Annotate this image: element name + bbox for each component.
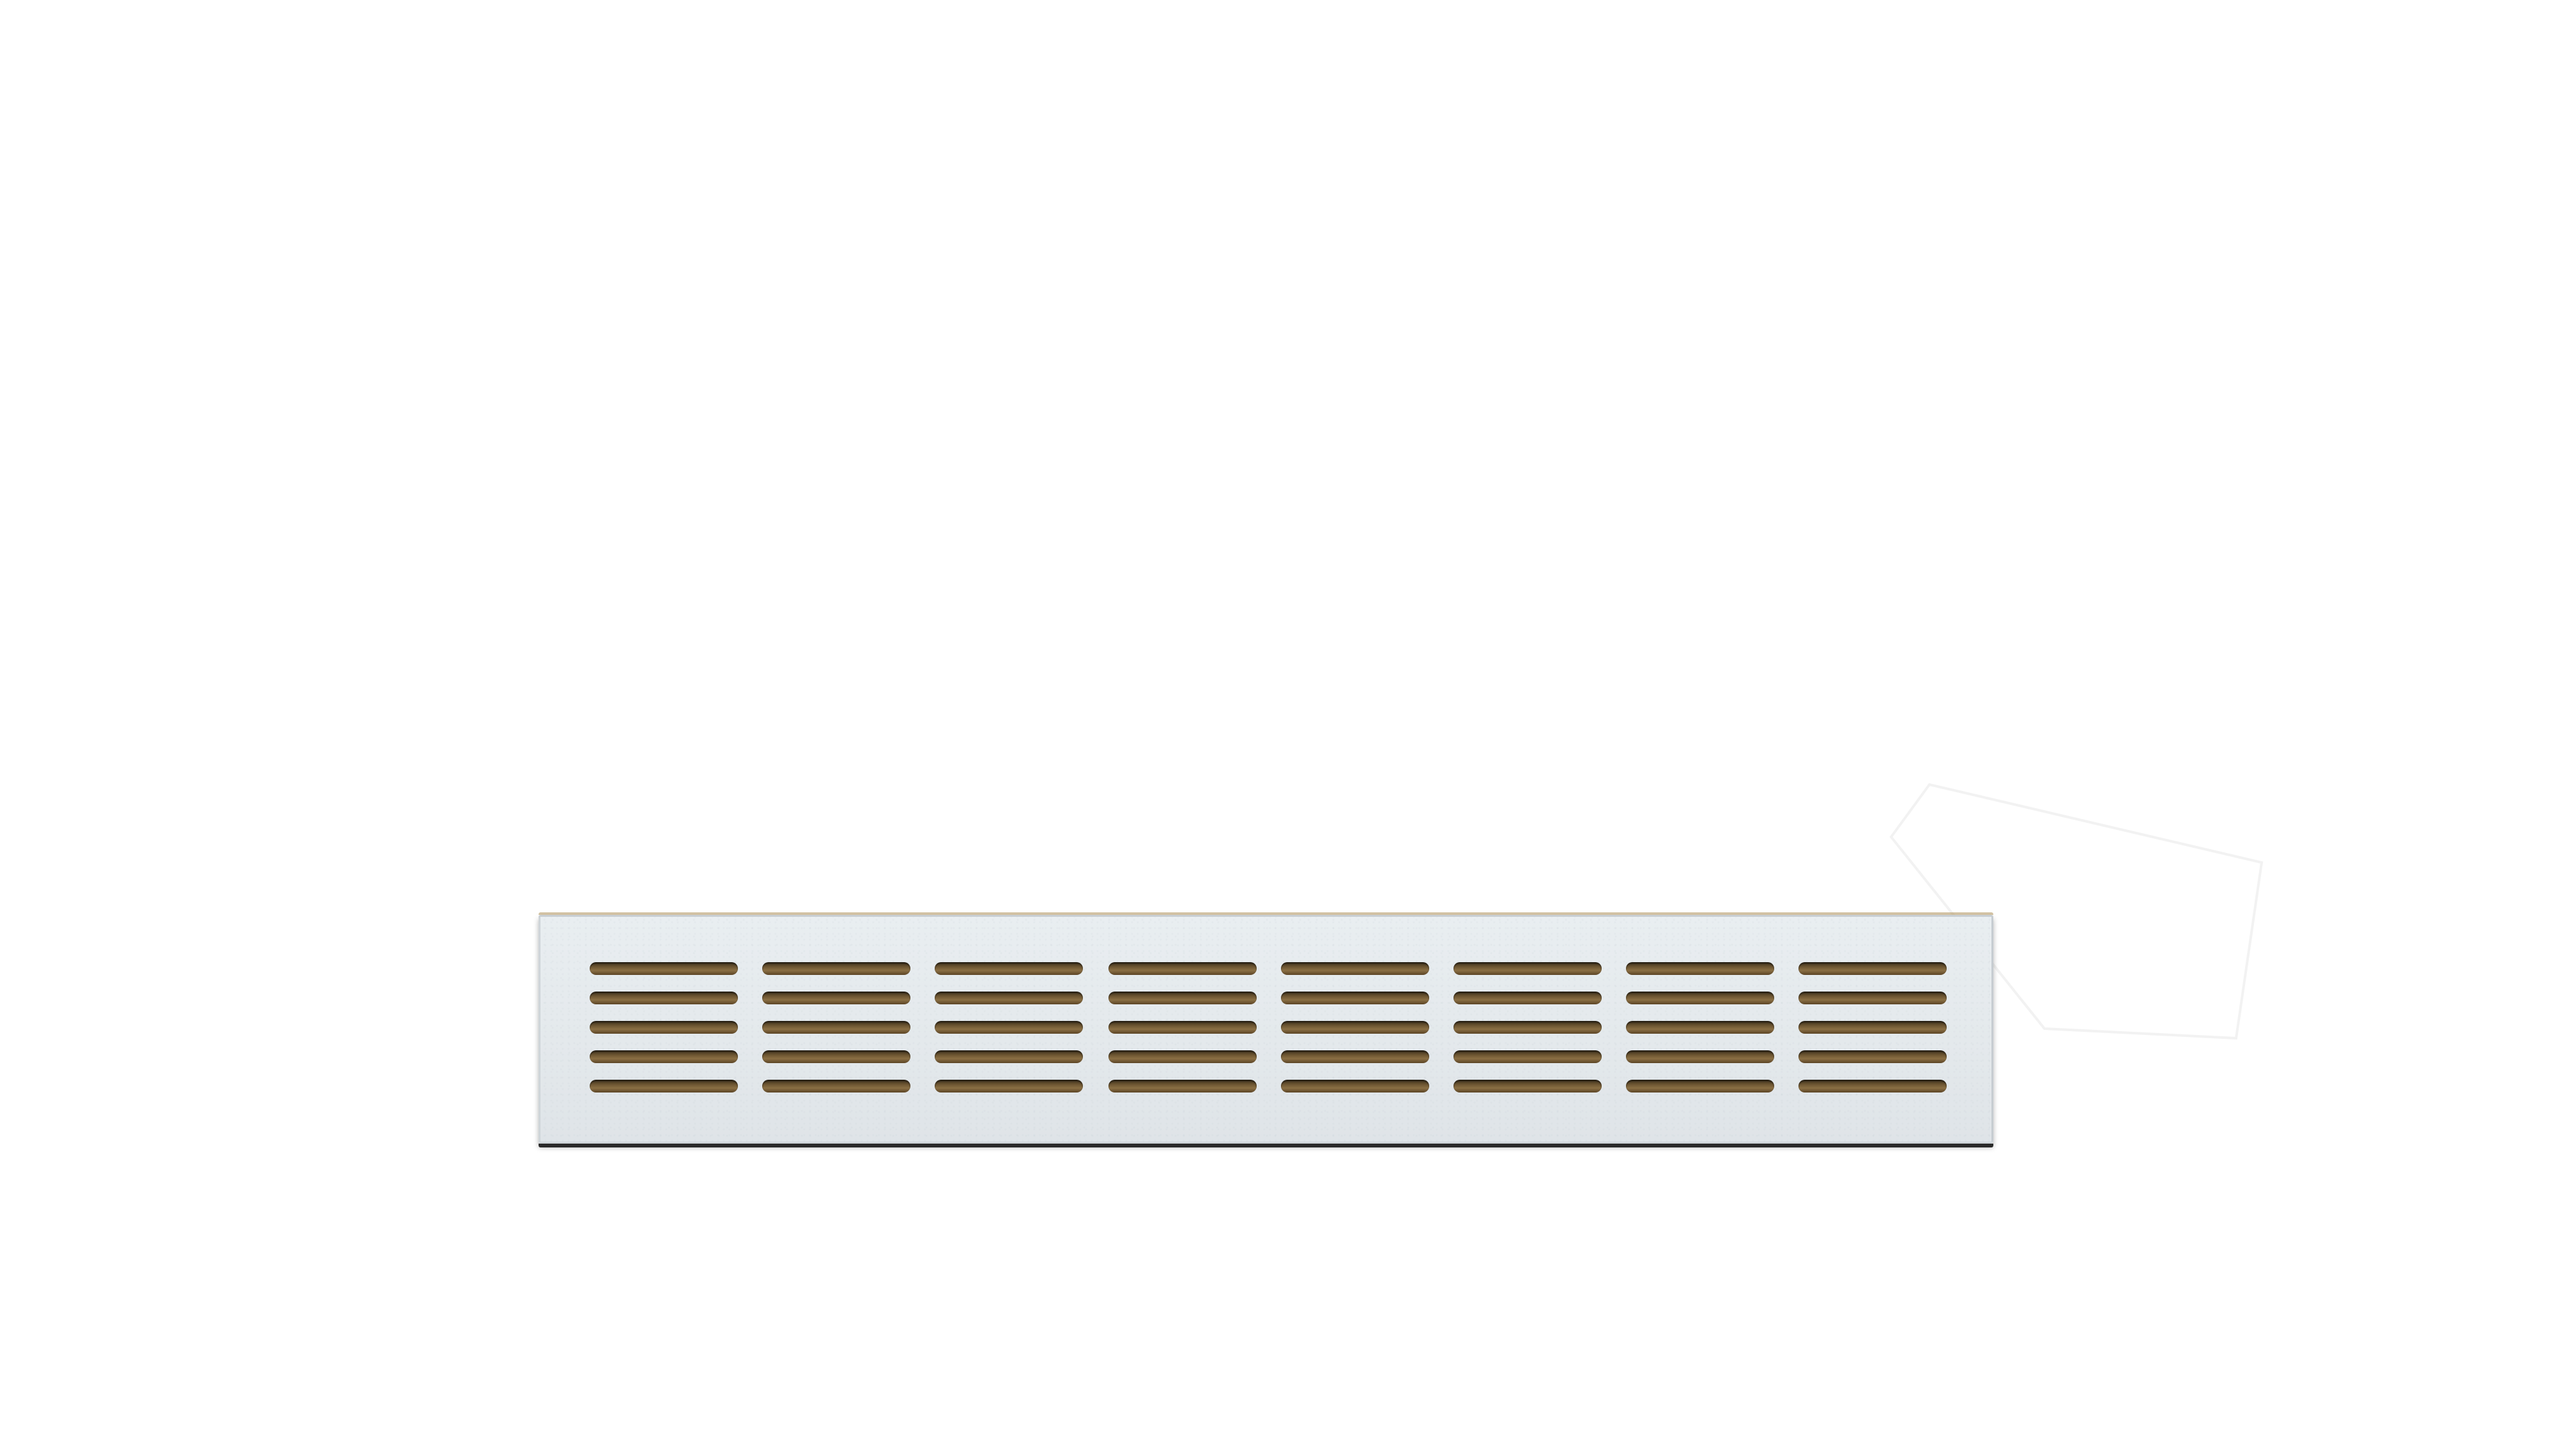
vent-slot xyxy=(1453,1050,1602,1063)
vent-slot xyxy=(935,962,1083,975)
vent-slot xyxy=(935,1050,1083,1063)
vent-slot xyxy=(1626,1080,1774,1092)
vent-slot xyxy=(1798,1021,1947,1034)
slot-column xyxy=(1626,962,1774,1116)
vent-slot xyxy=(1108,962,1257,975)
vent-slot xyxy=(935,1021,1083,1034)
vent-slot xyxy=(935,992,1083,1004)
vent-slot xyxy=(1626,962,1774,975)
vent-slot xyxy=(1108,992,1257,1004)
vent-slot xyxy=(762,992,910,1004)
slot-column xyxy=(590,962,738,1116)
vent-slot xyxy=(1798,1080,1947,1092)
vent-slot xyxy=(1798,1050,1947,1063)
slot-column xyxy=(1108,962,1257,1116)
vent-slot xyxy=(762,1080,910,1092)
vent-slot xyxy=(590,1050,738,1063)
vent-slot xyxy=(1798,992,1947,1004)
slot-column xyxy=(1798,962,1947,1116)
vent-slot xyxy=(762,1021,910,1034)
vent-slot xyxy=(1453,992,1602,1004)
vent-slot xyxy=(1453,1080,1602,1092)
vent-slot xyxy=(1453,1021,1602,1034)
vent-slot xyxy=(1626,1021,1774,1034)
vent-slot xyxy=(1626,1050,1774,1063)
vent-slot xyxy=(1108,1021,1257,1034)
slot-column xyxy=(762,962,910,1116)
vent-slot xyxy=(1281,1021,1429,1034)
vent-slot xyxy=(1281,962,1429,975)
vent-slot xyxy=(1453,962,1602,975)
slot-column xyxy=(1453,962,1602,1116)
vent-slot xyxy=(1626,992,1774,1004)
vent-slot xyxy=(762,1050,910,1063)
grille-bottom-edge xyxy=(539,1144,1993,1147)
grille-top-edge xyxy=(539,912,1993,915)
vent-slot xyxy=(1798,962,1947,975)
vent-slot xyxy=(590,962,738,975)
ventilation-grille xyxy=(539,912,1993,1147)
vent-slot xyxy=(1281,1050,1429,1063)
vent-slot xyxy=(1108,1080,1257,1092)
vent-slot xyxy=(935,1080,1083,1092)
vent-slot xyxy=(590,1021,738,1034)
vent-slot xyxy=(590,1080,738,1092)
vent-slot xyxy=(590,992,738,1004)
vent-slot xyxy=(1281,992,1429,1004)
slot-column xyxy=(1281,962,1429,1116)
vent-slot xyxy=(1281,1080,1429,1092)
slot-column xyxy=(935,962,1083,1116)
vent-slot xyxy=(762,962,910,975)
vent-slot xyxy=(1108,1050,1257,1063)
